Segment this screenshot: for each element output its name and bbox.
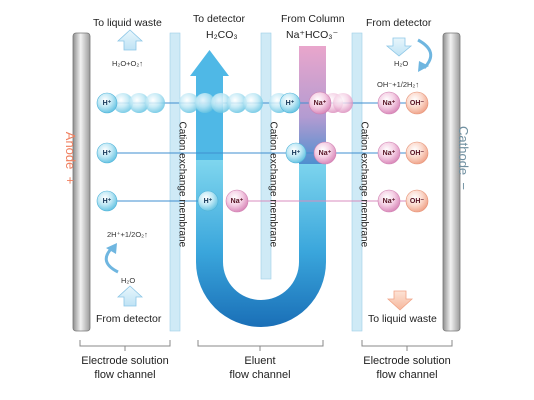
h-ion-left-1-label: H⁺ (102, 100, 112, 107)
to-liquid-waste-bottom-label: To liquid waste (368, 313, 437, 325)
na-ion-right-1-label: Na⁺ (382, 100, 396, 107)
anode-sign: + (63, 176, 78, 185)
h-ion-eluent-2-label: H⁺ (291, 150, 301, 157)
left-channel-line1: Electrode solution (81, 355, 169, 367)
h-ion-eluent-1 (279, 92, 301, 114)
membrane-left-label: Cation exchange membrane (176, 121, 188, 248)
na-ion-eluent-1-label: Na⁺ (313, 100, 327, 107)
sample-formula-label: Na⁺HCO₃⁻ (286, 29, 339, 41)
h2o-o2-label: H₂O+O₂↑ (112, 59, 144, 68)
na-ion-right-3 (377, 189, 401, 213)
from-detector-bottom-label: From detector (96, 313, 162, 325)
left-bottom-up-arrow (116, 285, 144, 307)
ion-bubble-chain (113, 93, 353, 113)
na-ion-eluent-2 (313, 141, 337, 165)
cathode-sign: − (456, 182, 471, 190)
from-column-label: From Column (281, 13, 345, 25)
oh-ion-right-2-label: OH⁻ (409, 150, 425, 157)
na-ion-eluent-2-label: Na⁺ (318, 150, 332, 157)
anode-label: Anode + (62, 118, 78, 198)
to-detector-label: To detector (193, 13, 245, 25)
right-bottom-down-arrow (386, 290, 414, 311)
middle-channel-line2: flow channel (229, 369, 291, 381)
brace-middle (197, 340, 324, 351)
h-ion-eluent-3 (197, 190, 219, 212)
oh-ion-right-3 (405, 189, 429, 213)
left-channel-label: Electrode solution flow channel (70, 354, 180, 382)
membrane-left (169, 32, 181, 332)
membrane-right (351, 32, 363, 332)
to-liquid-waste-top-label: To liquid waste (93, 17, 162, 29)
h-ion-eluent-1-label: H⁺ (285, 100, 295, 107)
left-h2o-label: H₂O (121, 276, 136, 285)
na-ion-eluent-3-label: Na⁺ (230, 198, 244, 205)
middle-channel-line1: Eluent (244, 355, 276, 367)
na-ion-right-2-label: Na⁺ (382, 150, 396, 157)
anode-electrode (72, 32, 91, 332)
middle-channel-label: Eluent flow channel (205, 354, 315, 382)
na-ion-right-1 (377, 91, 401, 115)
na-ion-right-2 (377, 141, 401, 165)
h-ion-left-3-label: H⁺ (102, 198, 112, 205)
oh-ion-right-1-label: OH⁻ (409, 100, 425, 107)
cathode-reaction-label: OH⁻+1/2H₂↑ (377, 80, 420, 89)
oh-ion-right-2 (405, 141, 429, 165)
right-channel-line2: flow channel (376, 369, 438, 381)
na-ion-right-3-label: Na⁺ (382, 198, 396, 205)
from-detector-top-label: From detector (366, 17, 432, 29)
na-ion-eluent-3 (225, 189, 249, 213)
cathode-label: Cathode − (455, 113, 471, 203)
oh-ion-right-3-label: OH⁻ (409, 198, 425, 205)
right-h2o-label: H₂O (394, 59, 409, 68)
right-top-down-arrow (385, 37, 413, 57)
left-top-up-arrow (116, 29, 144, 51)
anode-label-text: Anode (63, 131, 78, 170)
left-channel-line2: flow channel (94, 369, 156, 381)
h-ion-eluent-2 (285, 142, 307, 164)
left-reaction-curve-arrowhead (106, 243, 117, 254)
oh-ion-right-1 (405, 91, 429, 115)
cathode-electrode (442, 32, 461, 332)
right-channel-line1: Electrode solution (363, 355, 451, 367)
membrane-right-label: Cation exchange membrane (358, 121, 370, 248)
h-ion-left-2 (96, 142, 118, 164)
membrane-middle-label: Cation exchange membrane (267, 121, 279, 248)
eluent-formula-label: H₂CO₃ (206, 29, 238, 41)
h-ion-eluent-3-label: H⁺ (203, 198, 213, 205)
membrane-middle (260, 32, 272, 280)
ions (96, 91, 429, 213)
h-ion-left-1 (96, 92, 118, 114)
h-ion-left-2-label: H⁺ (102, 150, 112, 157)
h-ion-left-3 (96, 190, 118, 212)
right-reaction-curve-arrowhead (418, 61, 429, 72)
anode-reaction-label: 2H⁺+1/2O₂↑ (107, 230, 148, 239)
brace-left (79, 340, 171, 351)
cathode-label-text: Cathode (456, 126, 471, 176)
eluent-u-channel (196, 160, 326, 327)
right-channel-label: Electrode solution flow channel (352, 354, 462, 382)
brace-right (361, 340, 453, 351)
na-ion-eluent-1 (308, 91, 332, 115)
